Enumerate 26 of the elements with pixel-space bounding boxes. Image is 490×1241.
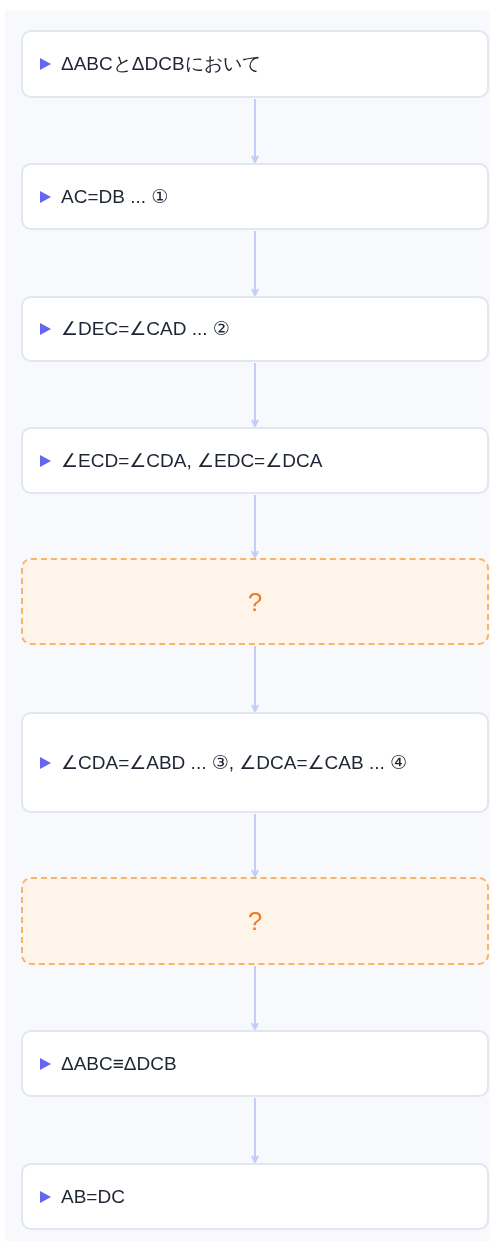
arrow	[251, 494, 259, 558]
step-text: AB=DC	[61, 1184, 125, 1209]
arrow	[251, 965, 259, 1030]
placeholder-box	[21, 877, 489, 965]
step-text: ΔABCとΔDCBにおいて	[61, 52, 261, 76]
step-box	[21, 163, 489, 230]
step-box	[21, 30, 489, 98]
step-text: AC=DB ... ①	[61, 184, 169, 209]
step-box	[21, 427, 489, 494]
step-text: ∠DEC=∠CAD ... ②	[61, 317, 230, 341]
arrow	[251, 98, 259, 163]
step-text: ∠CDA=∠ABD ... ③, ∠DCA=∠CAB ... ④	[61, 750, 408, 775]
question-mark: ?	[247, 906, 263, 936]
step-box	[21, 712, 489, 813]
arrow	[251, 813, 259, 877]
step-box	[21, 296, 489, 362]
question-mark: ?	[247, 586, 263, 617]
arrow	[251, 645, 259, 712]
step-box	[21, 1030, 489, 1097]
placeholder-box	[21, 558, 489, 645]
step-text: ∠ECD=∠CDA, ∠EDC=∠DCA	[61, 448, 323, 473]
step-text: ΔABC≡ΔDCB	[61, 1051, 177, 1076]
arrow	[251, 1097, 259, 1163]
arrow	[251, 230, 259, 296]
step-box	[21, 1163, 489, 1230]
arrow	[251, 362, 259, 427]
